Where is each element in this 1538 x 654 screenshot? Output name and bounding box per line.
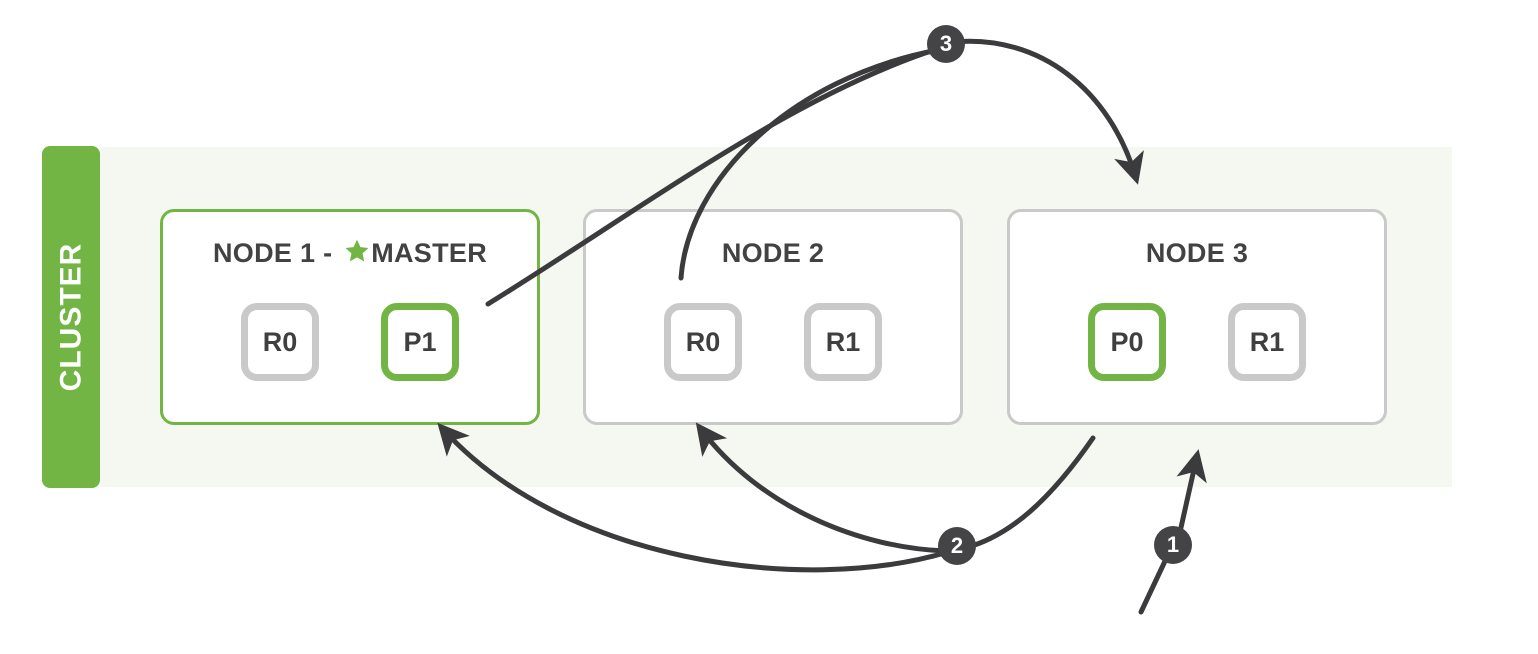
node-title-1: NODE 1 - MASTER [163, 238, 537, 271]
shard-node1-r0[interactable]: R0 [241, 303, 319, 381]
node-box-2[interactable]: NODE 2 R0 R1 [583, 209, 963, 425]
shard-node2-r0[interactable]: R0 [664, 303, 742, 381]
step-badge-1[interactable]: 1 [1154, 526, 1192, 564]
step-badge-2[interactable]: 2 [938, 527, 976, 565]
cluster-bar-label: CLUSTER [54, 242, 88, 392]
shard-node3-r1[interactable]: R1 [1228, 303, 1306, 381]
shard-node2-r1[interactable]: R1 [804, 303, 882, 381]
node-title-2: NODE 2 [586, 238, 960, 269]
node-title-suffix-1: MASTER [371, 238, 488, 268]
shard-row-3: P0 R1 [1010, 303, 1384, 381]
shard-row-2: R0 R1 [586, 303, 960, 381]
shard-node3-p0[interactable]: P0 [1088, 303, 1166, 381]
shard-row-1: R0 P1 [163, 303, 537, 381]
step-badge-3[interactable]: 3 [927, 25, 965, 63]
star-icon [344, 238, 370, 271]
node-box-1[interactable]: NODE 1 - MASTER R0 P1 [160, 209, 540, 425]
shard-node1-p1[interactable]: P1 [381, 303, 459, 381]
node-title-prefix-3: NODE 3 [1145, 238, 1249, 268]
node-title-prefix-1: NODE 1 - [212, 238, 341, 268]
arrow-step1-tail [1138, 556, 1169, 615]
node-box-3[interactable]: NODE 3 P0 R1 [1007, 209, 1387, 425]
node-title-3: NODE 3 [1010, 238, 1384, 269]
cluster-bar: CLUSTER [42, 146, 100, 488]
node-title-prefix-2: NODE 2 [721, 238, 825, 268]
